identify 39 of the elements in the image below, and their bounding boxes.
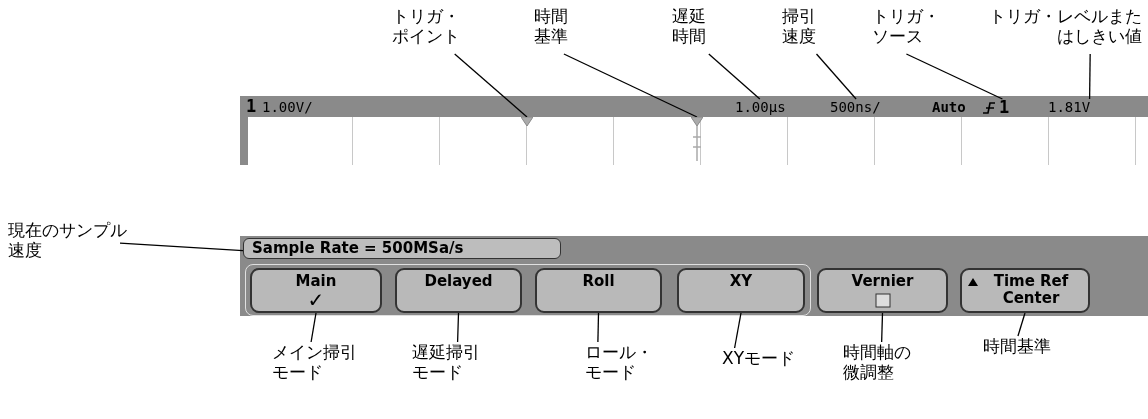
leader-line (119, 242, 244, 252)
leader-line (1017, 312, 1026, 337)
delay-readout: 1.00µs (735, 99, 797, 116)
leader-line (310, 312, 317, 343)
triangle-marker (521, 117, 533, 126)
softkey: Roll (535, 268, 662, 313)
trigger-mode: Auto (932, 99, 966, 116)
softkey: Vernier (817, 268, 948, 313)
callout-label: トリガ・ソース (872, 6, 946, 46)
callout-label: 掃引速度 (782, 6, 822, 46)
softkey: Time Ref Center (960, 268, 1090, 313)
leader-line (881, 312, 884, 343)
sweep-speed-readout: 500ns/ (830, 99, 888, 116)
callout-label: 遅延時間 (672, 6, 712, 46)
callout-label: 時間基準 (983, 336, 1051, 356)
callout-label: トリガ・レベルまたはしきい値 (980, 6, 1142, 46)
callout-label: ロール・モード (585, 342, 659, 382)
volts-per-division: 1.00V/ (262, 99, 313, 116)
callout-label: 現在のサンプル速度 (8, 220, 133, 260)
leader-line (563, 53, 698, 118)
leader-line (454, 53, 528, 118)
leader-line (597, 312, 600, 343)
leader-line (733, 312, 742, 349)
callout-label: 時間軸の微調整 (843, 342, 917, 382)
callout-label: 遅延掃引モード (412, 342, 486, 382)
softkey: XY (677, 268, 805, 313)
callout-label: 時間基準 (534, 6, 574, 46)
leader-line (456, 312, 460, 343)
softkey: Main ✓ (250, 268, 382, 313)
leader-line (1088, 53, 1091, 100)
callout-label: メイン掃引モード (272, 342, 363, 382)
sample-rate-display: Sample Rate = 500MSa/s (243, 238, 561, 259)
callout-label: XYモード (722, 348, 796, 368)
channel-number: 1 (999, 99, 1010, 116)
triangle-marker (691, 117, 703, 161)
channel-number: 1 (246, 98, 257, 115)
callout-label: トリガ・ポイント (392, 6, 466, 46)
trigger-level-readout: 1.81V (1048, 99, 1100, 116)
softkey: Delayed (395, 268, 522, 313)
